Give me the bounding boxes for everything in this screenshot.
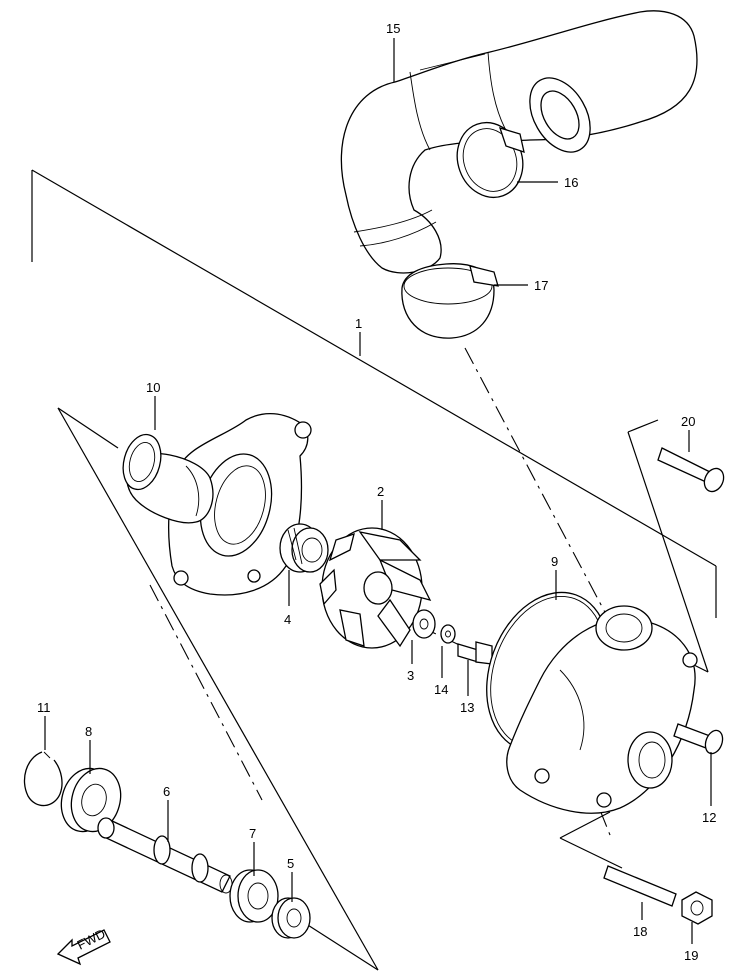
assembly-bracket-lines xyxy=(31,169,717,971)
callout-11: 11 xyxy=(37,700,51,715)
callout-9: 9 xyxy=(551,554,558,569)
part-12-screw xyxy=(673,723,724,755)
callout-19: 19 xyxy=(684,948,698,963)
callout-16: 16 xyxy=(564,175,578,190)
part-6-shaft xyxy=(97,817,233,894)
callout-15: 15 xyxy=(386,21,400,36)
callout-12: 12 xyxy=(702,810,716,825)
callout-2: 2 xyxy=(377,484,384,499)
part-10-pump-housing xyxy=(122,413,312,596)
fwd-arrow: FWD xyxy=(56,926,111,966)
callout-20: 20 xyxy=(681,414,695,429)
callout-13: 13 xyxy=(460,700,474,715)
part-3-washer xyxy=(412,609,436,639)
part-11-circlip xyxy=(23,751,63,807)
part-13-bolt xyxy=(457,641,493,665)
callout-5: 5 xyxy=(287,856,294,871)
part-16-hose-clamp xyxy=(456,122,525,198)
callout-6: 6 xyxy=(163,784,170,799)
part-17-hose-clamp xyxy=(401,263,499,339)
part-2-impeller xyxy=(319,527,432,649)
callout-18: 18 xyxy=(633,924,647,939)
part-15-hose xyxy=(340,10,698,274)
part-20-screw xyxy=(657,447,725,493)
part-7-bearing xyxy=(229,869,279,923)
callout-10: 10 xyxy=(146,380,160,395)
callout-7: 7 xyxy=(249,826,256,841)
part-18-stud-bolt xyxy=(603,865,677,907)
part-8-bearing xyxy=(60,767,122,833)
leader-lines xyxy=(44,38,712,944)
callout-1: 1 xyxy=(355,316,362,331)
callout-8: 8 xyxy=(85,724,92,739)
callout-3: 3 xyxy=(407,668,414,683)
pump-cover xyxy=(506,605,698,814)
part-19-nut xyxy=(681,891,713,925)
part-4-mechanical-seal xyxy=(279,523,329,573)
callout-4: 4 xyxy=(284,612,291,627)
callout-14: 14 xyxy=(434,682,448,697)
part-14-washer xyxy=(440,624,456,644)
callout-17: 17 xyxy=(534,278,548,293)
callout-labels: 15 16 17 1 10 2 20 4 9 3 14 13 11 8 6 12… xyxy=(37,21,716,963)
part-5-oil-seal xyxy=(271,897,311,939)
